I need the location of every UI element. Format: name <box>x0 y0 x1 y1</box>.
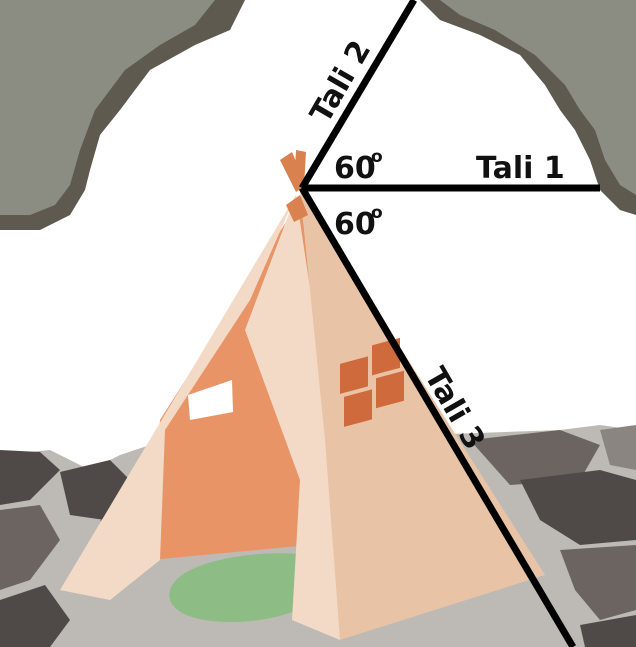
rock-slab-7 <box>560 545 636 620</box>
angle-lower-unit: o <box>371 203 383 223</box>
tent-pole-tips <box>280 150 308 222</box>
rock-slab-5 <box>470 430 600 485</box>
tent-right-panel <box>300 190 545 640</box>
rock-slab-8 <box>580 615 636 647</box>
tent-window-left <box>188 380 233 420</box>
angle-upper-value: 60 <box>334 151 376 186</box>
rock-slab-3 <box>0 505 60 590</box>
cave-rocks <box>0 0 636 230</box>
tent <box>60 150 545 640</box>
angle-lower: 60 o <box>334 203 383 242</box>
rock-slab-9 <box>600 425 636 470</box>
tent-window-right <box>340 337 404 427</box>
rock-right-highlight <box>440 0 636 195</box>
rock-slab-4 <box>0 585 70 647</box>
tent-left-flap <box>60 195 296 600</box>
rock-slab-1 <box>0 450 60 505</box>
mat <box>169 553 333 622</box>
rock-slab-6 <box>520 470 636 545</box>
ropes <box>298 0 600 647</box>
angle-upper: 60 o <box>334 147 383 186</box>
rock-left-highlight <box>0 0 215 215</box>
rope-2-line <box>298 0 418 190</box>
angle-upper-unit: o <box>371 147 383 167</box>
tent-mid-flap <box>245 195 340 640</box>
rope-3-line <box>298 186 577 647</box>
angle-lower-value: 60 <box>334 207 376 242</box>
rope-1-label: Tali 1 <box>476 151 565 186</box>
